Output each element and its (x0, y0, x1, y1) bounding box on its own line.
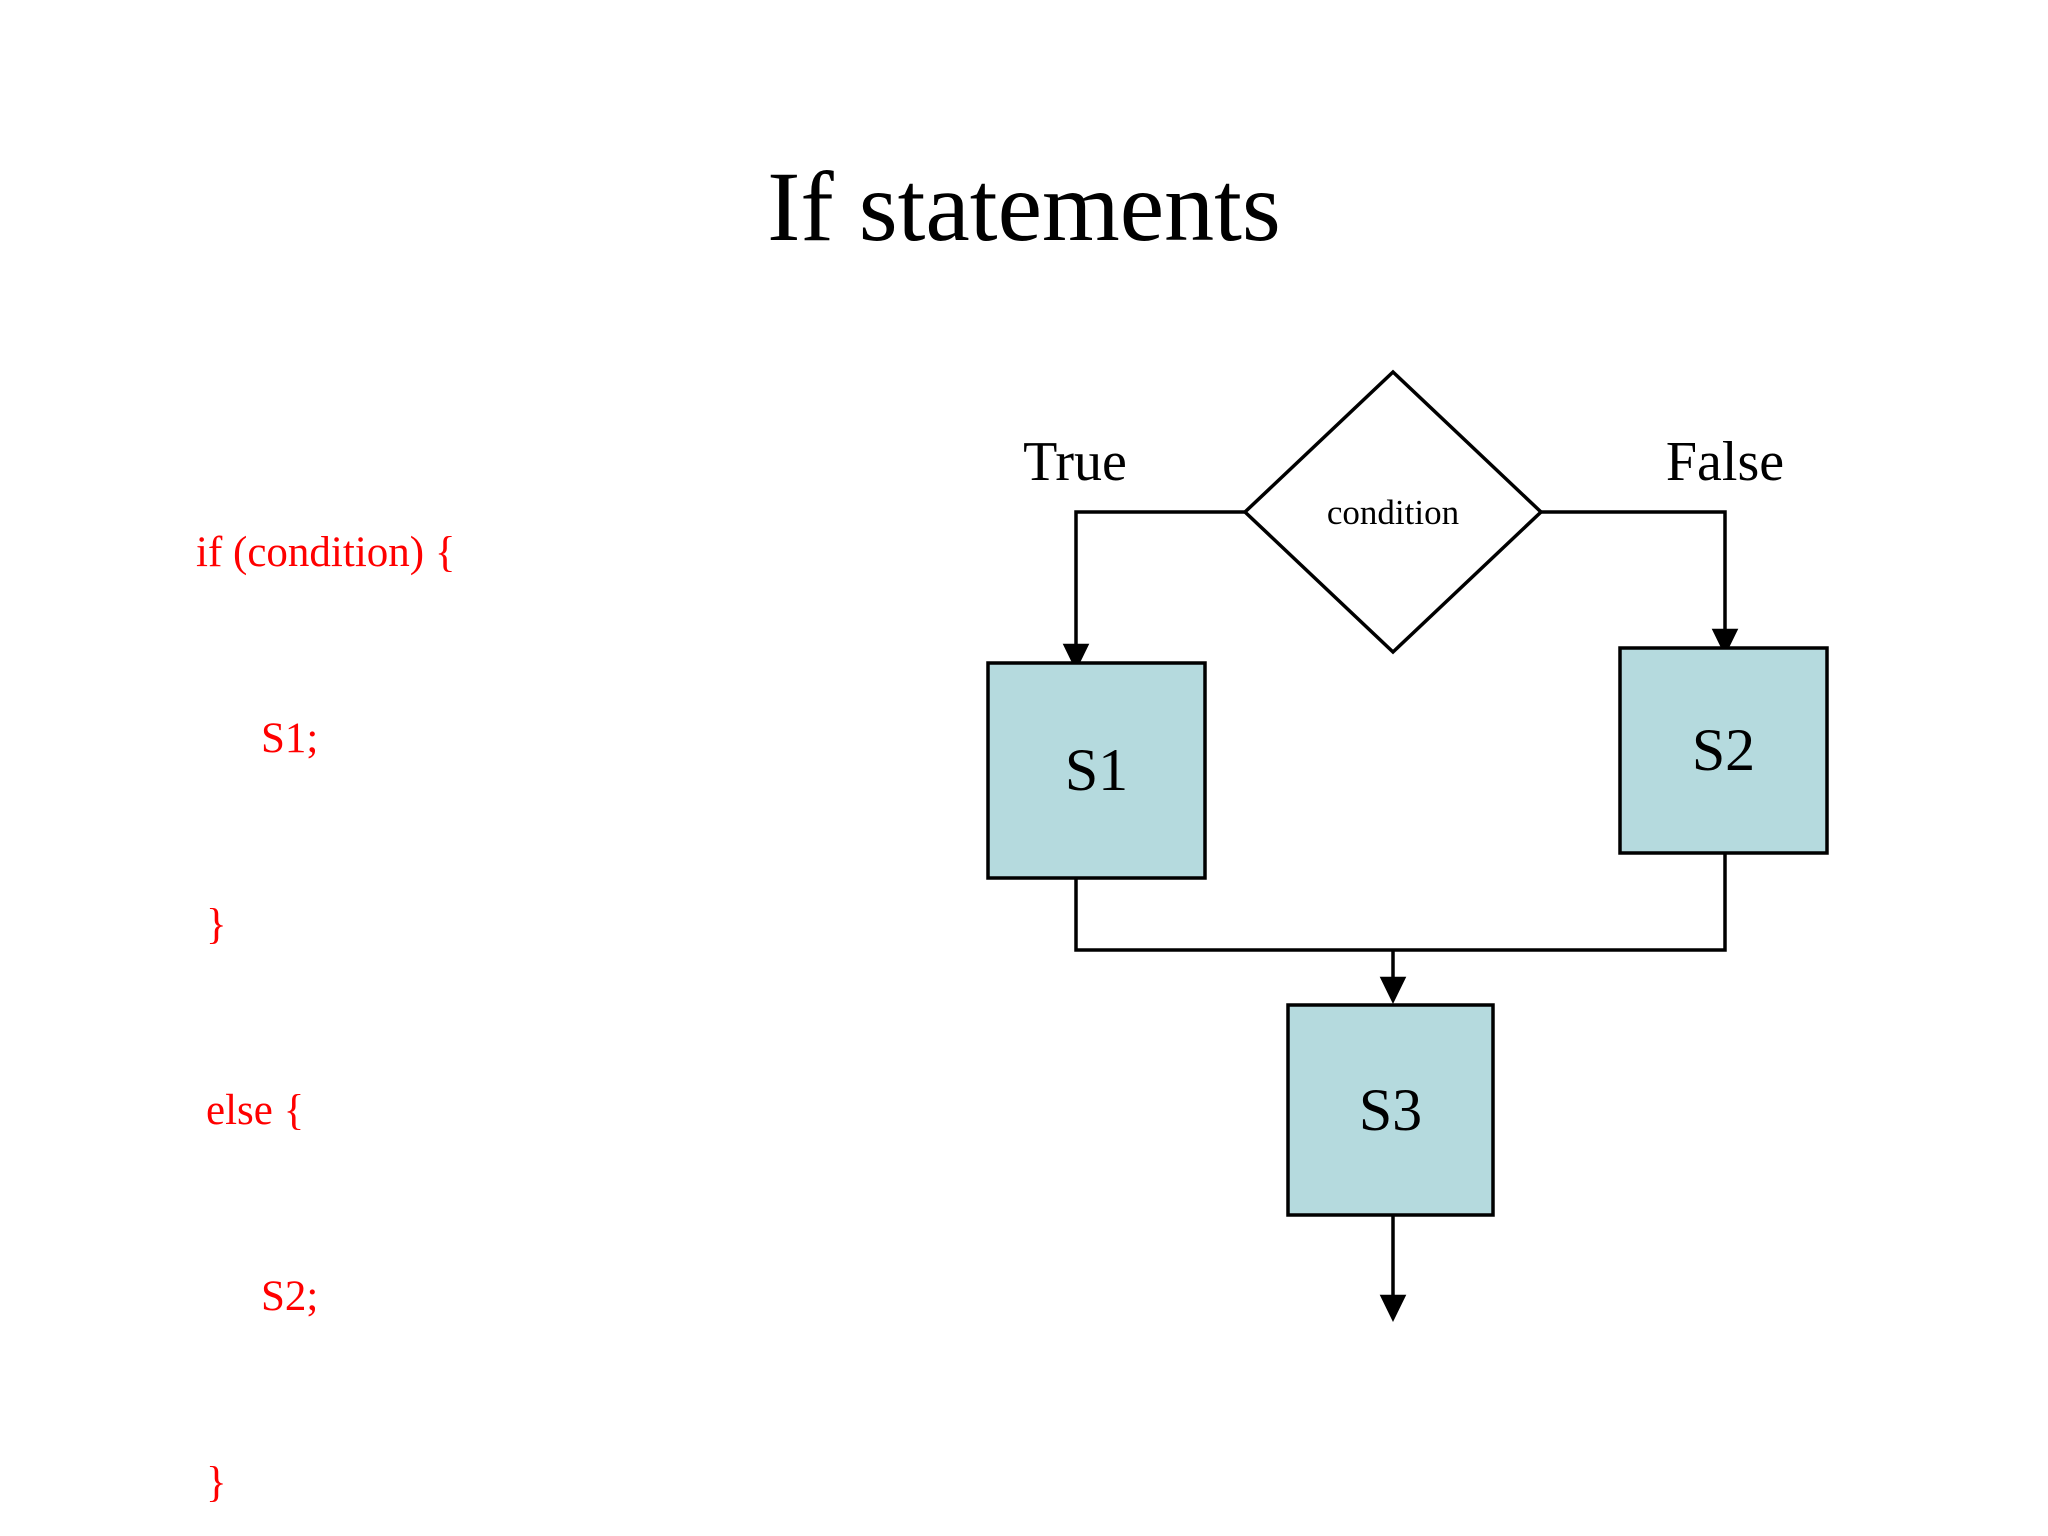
code-line: else { (206, 1087, 305, 1134)
code-line: S1; (261, 715, 319, 762)
code-line: if (condition) { (196, 529, 456, 576)
process-box-s1 (986, 661, 1207, 880)
code-line: } (206, 901, 227, 948)
edge-true-to-s1 (1062, 510, 1245, 672)
page-title: If statements (767, 151, 1281, 262)
process-box-s2 (1618, 646, 1829, 855)
process-box-s3 (1286, 1003, 1495, 1217)
edge-s1-to-merge (1074, 853, 1727, 952)
edge-false-to-s2 (1541, 510, 1739, 657)
flowchart-canvas (986, 369, 1829, 1323)
code-line: } (206, 1459, 227, 1506)
flowchart-diagram: condition True False S1 S2 S3 (880, 330, 1980, 1380)
code-listing: if (condition) { S1; } else { S2; } S3; (196, 398, 616, 1536)
decision-diamond (1242, 369, 1544, 655)
code-line: S2; (261, 1273, 319, 1320)
